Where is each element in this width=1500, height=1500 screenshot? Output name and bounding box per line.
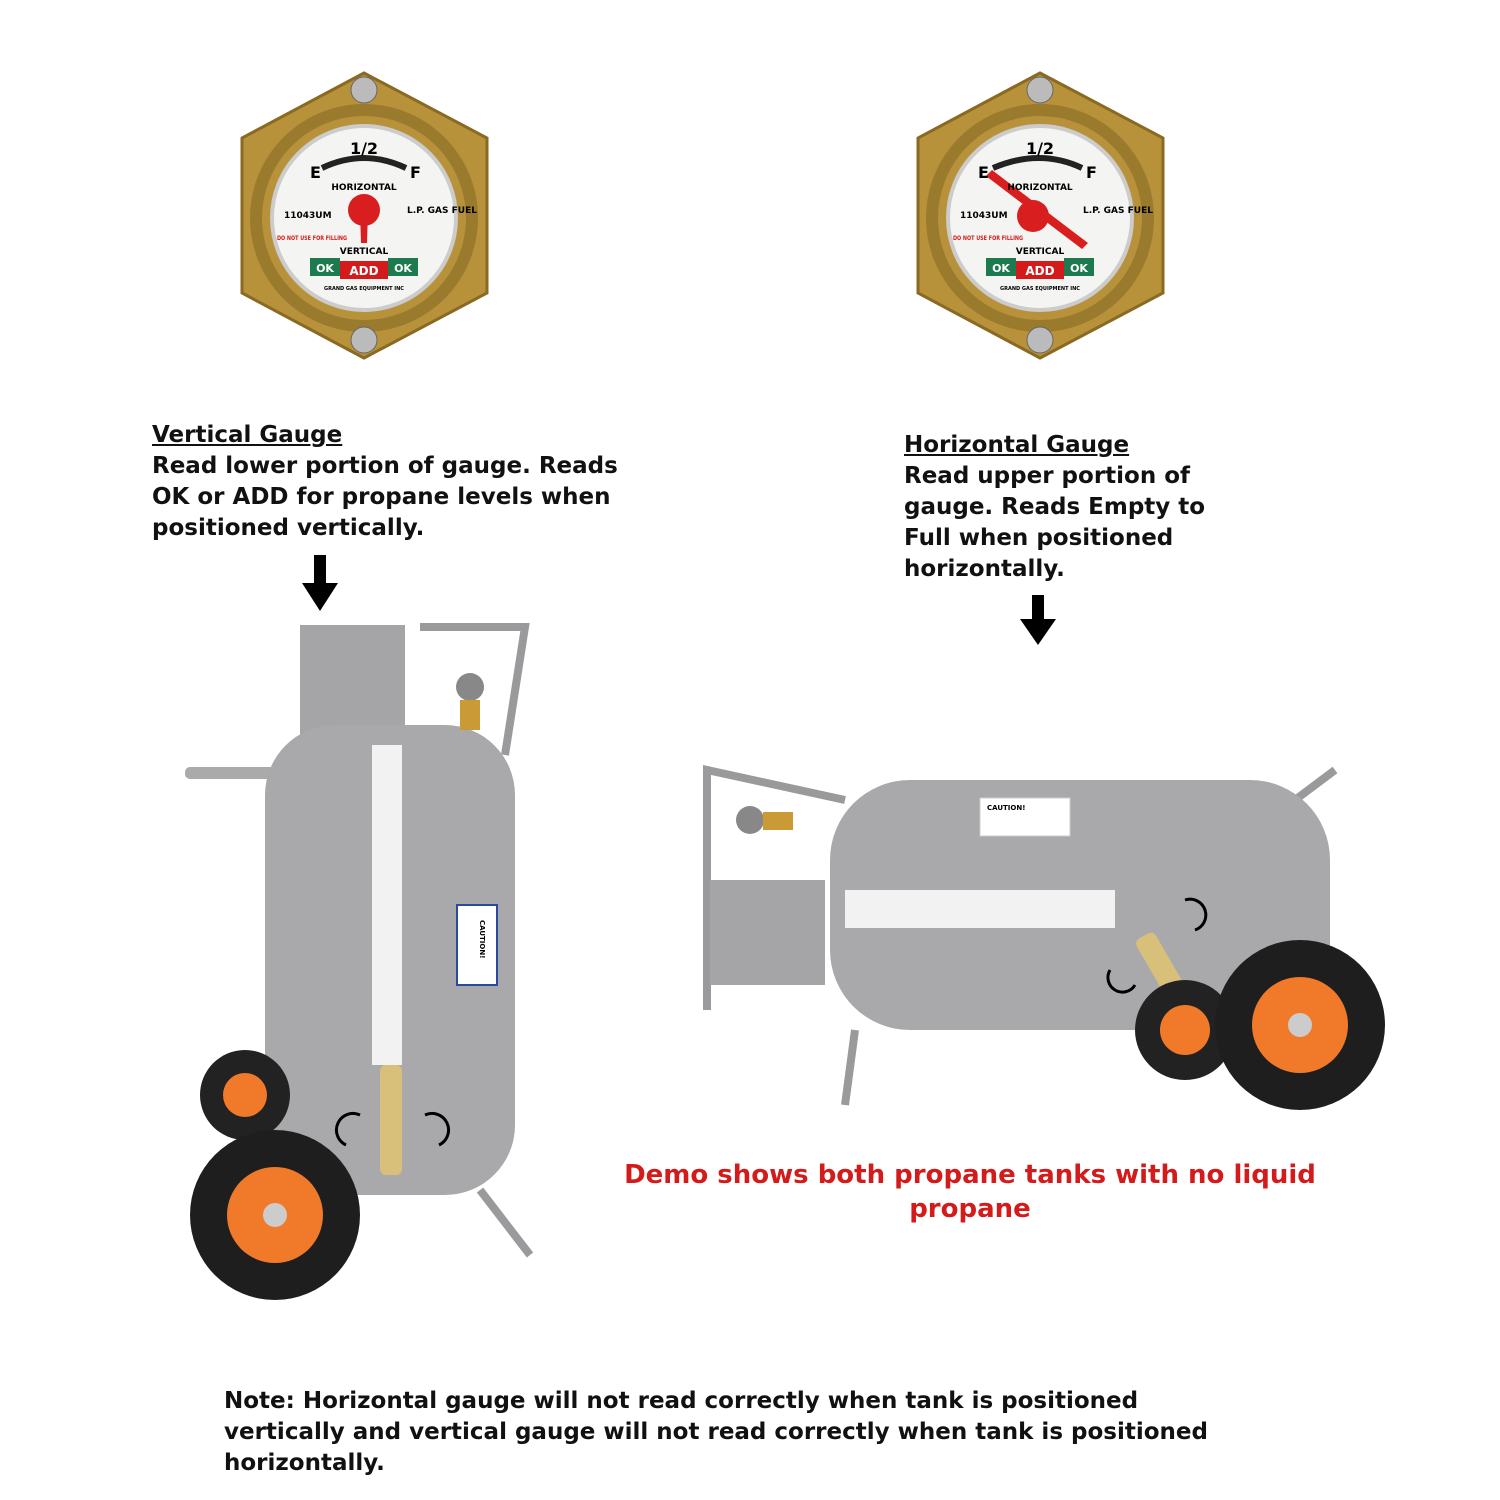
svg-text:VERTICAL: VERTICAL: [340, 247, 389, 257]
footer-note-line: horizontally.: [224, 1450, 385, 1476]
screw-icon: [1026, 76, 1054, 104]
svg-text:ADD: ADD: [1025, 264, 1054, 278]
rotate-arrow-icon: [1106, 969, 1137, 994]
caption-line: Read lower portion of gauge. Reads: [152, 453, 618, 479]
svg-text:VERTICAL: VERTICAL: [1016, 247, 1065, 257]
svg-text:L.P. GAS FUEL: L.P. GAS FUEL: [407, 206, 477, 216]
horizontal-tank-image: CAUTION!: [703, 765, 1385, 1110]
demo-note: Demo shows both propane tanks with no li…: [590, 1158, 1350, 1226]
svg-text:DO NOT USE FOR FILLING: DO NOT USE FOR FILLING: [953, 235, 1023, 242]
footer-note: Note: Horizontal gauge will not read cor…: [224, 1386, 1208, 1479]
vertical-gauge-caption: Vertical Gauge Read lower portion of gau…: [152, 420, 618, 544]
svg-text:E: E: [978, 163, 989, 182]
rotate-arrow-icon: [424, 1111, 451, 1147]
float-arm: [380, 1065, 402, 1175]
needle-icon: [360, 210, 368, 243]
horizontal-gauge-image: 1/2 E F HORIZONTAL 11043UM DO NOT USE FO…: [916, 71, 1165, 360]
caption-line: positioned vertically.: [152, 515, 425, 541]
rotate-arrow-icon: [1184, 897, 1208, 932]
vertical-tank-image: CAUTION!: [185, 623, 534, 1300]
caption-line: horizontally.: [904, 556, 1065, 582]
caption-line: Read upper portion of: [904, 463, 1191, 489]
svg-text:1/2: 1/2: [350, 139, 378, 158]
valve-icon: [456, 673, 484, 701]
svg-text:HORIZONTAL: HORIZONTAL: [331, 183, 397, 193]
svg-text:L.P. GAS FUEL: L.P. GAS FUEL: [1083, 206, 1153, 216]
footer-note-line: Note: Horizontal gauge will not read cor…: [224, 1388, 1139, 1414]
svg-text:GRAND GAS EQUIPMENT INC: GRAND GAS EQUIPMENT INC: [324, 286, 404, 292]
down-arrow-icon: [1020, 595, 1056, 645]
svg-text:GRAND GAS EQUIPMENT INC: GRAND GAS EQUIPMENT INC: [1000, 286, 1080, 292]
svg-text:OK: OK: [394, 262, 412, 275]
svg-text:HORIZONTAL: HORIZONTAL: [1007, 183, 1073, 193]
caption-line: OK or ADD for propane levels when: [152, 484, 611, 510]
demo-note-line: propane: [909, 1194, 1031, 1224]
demo-note-line: Demo shows both propane tanks with no li…: [624, 1160, 1316, 1190]
horizontal-gauge-caption: Horizontal Gauge Read upper portion of g…: [904, 430, 1205, 585]
needle-icon: [986, 170, 1088, 249]
horizontal-gauge-title: Horizontal Gauge: [904, 432, 1130, 458]
caption-line: Full when positioned: [904, 525, 1174, 551]
rotate-arrow-icon: [334, 1111, 361, 1147]
vertical-gauge-title: Vertical Gauge: [152, 422, 343, 448]
screw-icon: [1026, 326, 1054, 354]
svg-text:E: E: [310, 163, 321, 182]
footer-note-line: vertically and vertical gauge will not r…: [224, 1419, 1208, 1445]
down-arrow-icon: [302, 555, 338, 611]
svg-text:CAUTION!: CAUTION!: [478, 920, 486, 958]
svg-text:F: F: [410, 163, 421, 182]
svg-text:11043UM: 11043UM: [284, 211, 332, 221]
screw-icon: [350, 76, 378, 104]
svg-text:OK: OK: [1070, 262, 1088, 275]
screw-icon: [350, 326, 378, 354]
svg-text:1/2: 1/2: [1026, 139, 1054, 158]
svg-text:F: F: [1086, 163, 1097, 182]
svg-text:OK: OK: [316, 262, 334, 275]
svg-text:DO NOT USE FOR FILLING: DO NOT USE FOR FILLING: [277, 235, 347, 242]
svg-text:OK: OK: [992, 262, 1010, 275]
caption-line: gauge. Reads Empty to: [904, 494, 1206, 520]
svg-text:CAUTION!: CAUTION!: [987, 804, 1025, 812]
valve-icon: [736, 806, 764, 834]
vertical-gauge-image: 1/2 E F HORIZONTAL 11043UM DO NOT USE FO…: [240, 71, 489, 360]
svg-text:11043UM: 11043UM: [960, 211, 1008, 221]
svg-text:ADD: ADD: [349, 264, 378, 278]
